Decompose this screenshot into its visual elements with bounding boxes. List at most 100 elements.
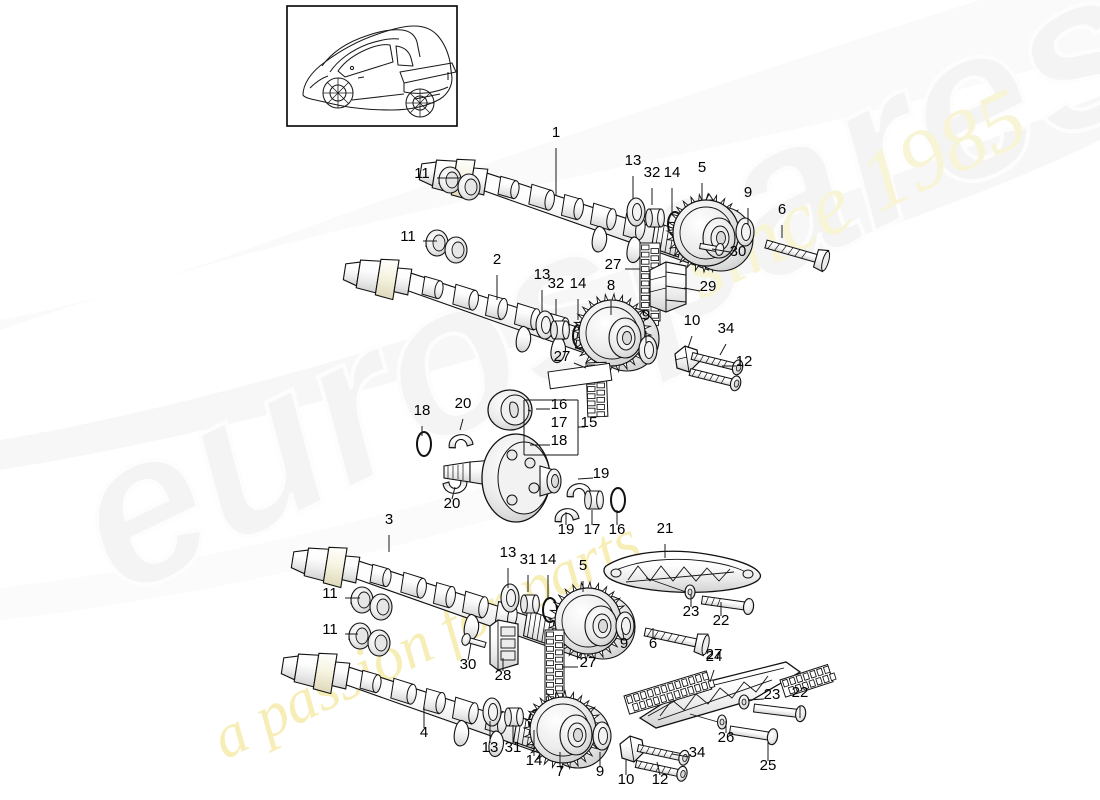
callout-leader-line <box>459 418 464 431</box>
chain-guide-rail-21 <box>603 550 762 616</box>
callout-9: 9 <box>620 627 628 652</box>
callout-27: 27 <box>563 654 596 671</box>
callout-number: 10 <box>684 312 701 329</box>
callout-number: 22 <box>713 612 730 629</box>
callout-number: 14 <box>526 752 543 769</box>
callout-20: 20 <box>444 486 460 512</box>
callout-21: 21 <box>657 520 673 558</box>
callout-19: 19 <box>558 512 574 538</box>
callout-number: 11 <box>322 621 338 638</box>
gear-part-16 <box>487 389 533 431</box>
callout-number: 20 <box>455 395 472 412</box>
callout-leader-line <box>687 335 693 349</box>
callout-number: 9 <box>642 307 650 324</box>
callout-number: 23 <box>683 603 700 620</box>
callout-number: 17 <box>551 414 568 431</box>
callout-9: 9 <box>596 752 604 780</box>
callout-13: 13 <box>534 266 550 311</box>
timing-chain-27-row3 <box>544 629 565 706</box>
timing-chain-27-row4 <box>623 670 716 715</box>
callout-leader-line <box>711 248 731 253</box>
callout-number: 13 <box>625 152 642 169</box>
callout-14: 14 <box>526 730 543 769</box>
callout-17: 17 <box>551 414 568 431</box>
callout-16: 16 <box>551 396 568 413</box>
callout-number: 14 <box>570 275 587 292</box>
callout-29: 29 <box>683 278 716 295</box>
callout-number: 32 <box>644 164 661 181</box>
callout-number: 31 <box>520 551 537 568</box>
callout-34: 34 <box>718 320 735 356</box>
callout-number: 18 <box>414 402 431 419</box>
intermediate-shaft-18 <box>443 433 562 523</box>
callout-18: 18 <box>414 402 431 436</box>
callout-number: 34 <box>689 744 706 761</box>
callout-number: 11 <box>414 165 430 182</box>
callout-number: 26 <box>718 729 735 746</box>
callout-12: 12 <box>722 353 752 370</box>
callout-number: 13 <box>500 544 517 561</box>
callout-number: 18 <box>551 432 568 449</box>
callout-5: 5 <box>698 159 706 200</box>
chain-links <box>781 665 837 695</box>
callout-14: 14 <box>540 551 556 600</box>
callout-number: 9 <box>596 763 604 780</box>
chain-links <box>625 671 716 712</box>
callout-leader-line <box>467 642 472 661</box>
callout-number: 16 <box>551 396 568 413</box>
assembly-row-1 <box>411 151 833 326</box>
callout-number: 12 <box>652 771 669 788</box>
callout-27: 27 <box>605 256 640 273</box>
callout-number: 4 <box>420 724 428 741</box>
callout-number: 24 <box>706 648 723 665</box>
callout-20: 20 <box>455 395 472 431</box>
callout-6: 6 <box>649 628 657 652</box>
callout-number: 30 <box>460 656 477 673</box>
callout-number: 10 <box>618 771 635 788</box>
callout-number: 2 <box>493 251 501 268</box>
callout-16: 16 <box>609 510 625 538</box>
callout-10: 10 <box>684 312 701 349</box>
callout-number: 12 <box>736 353 753 370</box>
callout-24: 24 <box>706 648 723 665</box>
callout-number: 9 <box>744 184 752 201</box>
callout-30: 30 <box>711 243 746 260</box>
callout-number: 7 <box>556 763 564 780</box>
assembly-intermediate-shaft <box>416 362 626 524</box>
callout-leader-line <box>671 753 690 758</box>
callout-leader-line <box>747 698 765 701</box>
callout-25: 25 <box>760 742 777 774</box>
callout-31: 31 <box>520 551 537 592</box>
callout-leader-line <box>573 362 587 369</box>
callout-number: 17 <box>584 521 601 538</box>
vehicle-thumbnail <box>286 5 458 127</box>
callout-1: 1 <box>552 124 560 196</box>
callout-leader-line <box>577 477 594 480</box>
callout-number: 5 <box>579 557 587 574</box>
callout-22: 22 <box>713 602 730 629</box>
callout-number: 1 <box>552 124 560 141</box>
timing-chain-27-right <box>779 663 837 698</box>
callout-number: 34 <box>718 320 735 337</box>
callout-leader-line <box>683 287 701 292</box>
callout-number: 25 <box>760 757 777 774</box>
callout-14: 14 <box>570 275 587 320</box>
callout-13: 13 <box>500 544 517 588</box>
callout-34: 34 <box>671 744 706 761</box>
callout-22: 22 <box>792 684 808 718</box>
callout-30: 30 <box>460 642 477 673</box>
callout-number: 32 <box>548 275 565 292</box>
callout-10: 10 <box>618 760 635 788</box>
chain-tensioner-block-28 <box>489 619 519 671</box>
callout-number: 27 <box>605 256 622 273</box>
callout-23: 23 <box>683 594 700 620</box>
chain-tensioner-housing-29 <box>649 261 687 313</box>
callout-5: 5 <box>579 557 587 592</box>
callout-leader-line <box>656 761 661 776</box>
callout-27: 27 <box>554 348 587 369</box>
callout-11: 11 <box>322 585 360 602</box>
callout-number: 27 <box>554 348 571 365</box>
chain-links <box>546 631 563 706</box>
callout-number: 15 <box>581 414 598 431</box>
